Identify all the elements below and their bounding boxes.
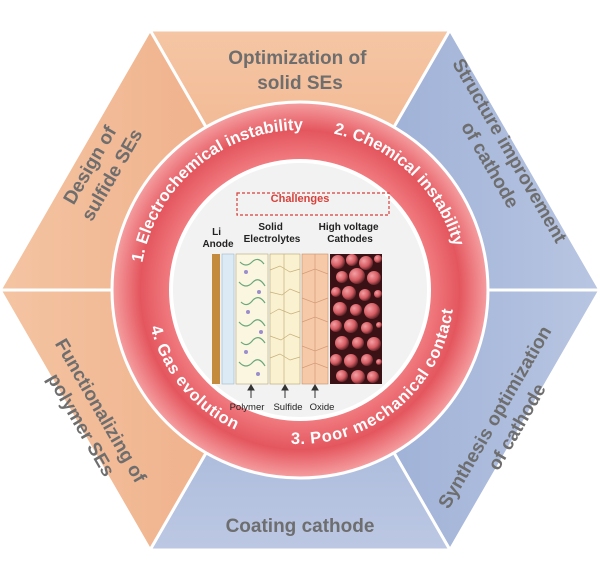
electrolytes-label: Solid Electrolytes	[244, 222, 301, 245]
segment-bottom-label: Coating cathode	[226, 516, 375, 537]
layer-label-polymer: Polymer	[230, 402, 265, 413]
segment-top-line2: solid SEs	[257, 73, 343, 94]
polymer-ions	[244, 270, 263, 376]
challenges-box	[236, 192, 390, 216]
electrolytes-line2: Electrolytes	[244, 234, 301, 245]
polymer-chains	[238, 258, 266, 367]
li-anode-layer	[212, 254, 220, 384]
cathodes-line1: High voltage	[319, 222, 379, 233]
segment-bottom-line1: Coating cathode	[226, 516, 375, 537]
cathodes-label: High voltage Cathodes	[319, 222, 382, 245]
layer-label-sulfide: Sulfide	[273, 402, 302, 413]
anode-label: Li Anode	[202, 227, 234, 250]
anode-line1: Li	[212, 227, 221, 238]
anode-line2: Anode	[202, 239, 234, 250]
oxide-grains	[301, 254, 329, 384]
cathodes-line2: Cathodes	[327, 234, 373, 245]
battery-cross-section: Challenges Li Anode Solid Electrolytes H…	[202, 192, 390, 413]
challenges-label: Challenges	[271, 193, 330, 205]
electrolytes-line1: Solid	[258, 222, 282, 233]
segment-top-label: Optimization of solid SEs	[228, 48, 372, 94]
segment-top-line1: Optimization of	[228, 48, 367, 69]
sulfide-grains	[269, 254, 301, 384]
interface-layer	[221, 253, 235, 385]
layer-arrows	[247, 384, 319, 398]
cathode-particles	[330, 254, 382, 384]
layer-label-oxide: Oxide	[310, 402, 335, 413]
sulfide-layer	[269, 253, 301, 385]
